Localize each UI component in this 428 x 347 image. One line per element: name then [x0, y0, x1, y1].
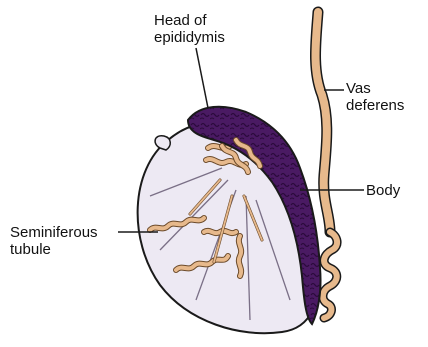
label-body: Body: [366, 182, 400, 199]
label-tubule-line2: tubule: [10, 241, 98, 258]
vas-deferens: [316, 12, 331, 232]
label-head-line1: Head of: [154, 12, 225, 29]
label-vas-deferens: Vas deferens: [346, 80, 404, 114]
label-tubule-line1: Seminiferous: [10, 224, 98, 241]
leader-head: [196, 48, 208, 108]
label-body-line1: Body: [366, 182, 400, 199]
label-head-of-epididymis: Head of epididymis: [154, 12, 225, 46]
label-vas-line1: Vas: [346, 80, 404, 97]
label-seminiferous-tubule: Seminiferous tubule: [10, 224, 98, 258]
appendix-testis: [155, 136, 170, 150]
label-vas-line2: deferens: [346, 97, 404, 114]
vas-coils: [323, 232, 337, 318]
label-head-line2: epididymis: [154, 29, 225, 46]
